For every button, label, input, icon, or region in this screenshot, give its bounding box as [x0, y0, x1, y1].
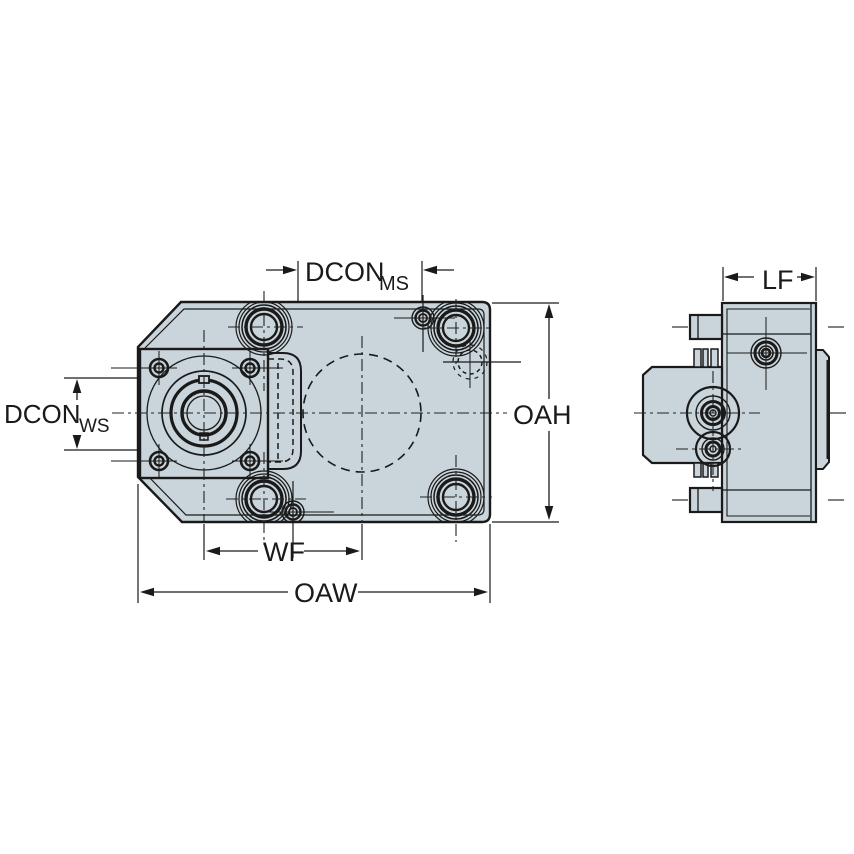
side-view: LF — [634, 265, 846, 524]
label-dcon-ms-sub: MS — [379, 273, 409, 295]
flange-screw — [111, 444, 177, 478]
flange-screw — [111, 351, 177, 385]
front-center-lines — [112, 291, 507, 558]
dimension-oah: OAH — [492, 302, 572, 523]
clamp-pocket-hidden — [268, 358, 294, 463]
label-oah: OAH — [513, 400, 572, 430]
dimension-dcon-ms: DCON MS — [266, 257, 454, 301]
clamp-stud-top — [688, 313, 724, 341]
label-dcon-ms: DCON — [305, 257, 385, 287]
serration-tabs — [693, 348, 719, 478]
side-right-plate — [815, 349, 830, 470]
label-oaw: OAW — [294, 578, 358, 608]
label-dcon-ws-sub: WS — [79, 416, 110, 437]
label-wf: WF — [263, 537, 305, 567]
front-view: DCON MS DCON WS OAH — [4, 257, 572, 608]
clamp-stud-bottom — [688, 486, 724, 514]
label-dcon-ws: DCON — [4, 399, 81, 429]
label-lf: LF — [762, 265, 794, 295]
flange-screws — [111, 351, 283, 478]
flange-screw — [232, 444, 283, 478]
side-center-lines — [634, 326, 846, 501]
dimension-lf: LF — [722, 265, 817, 301]
flange-screw — [232, 351, 283, 385]
dimension-oaw: OAW — [137, 484, 491, 608]
front-body-inner-edge — [144, 308, 485, 516]
dimension-wf: WF — [203, 524, 363, 567]
clamp-pocket — [266, 352, 302, 470]
dimension-dcon-ws: DCON WS — [4, 377, 141, 451]
side-top-screw — [727, 317, 807, 390]
